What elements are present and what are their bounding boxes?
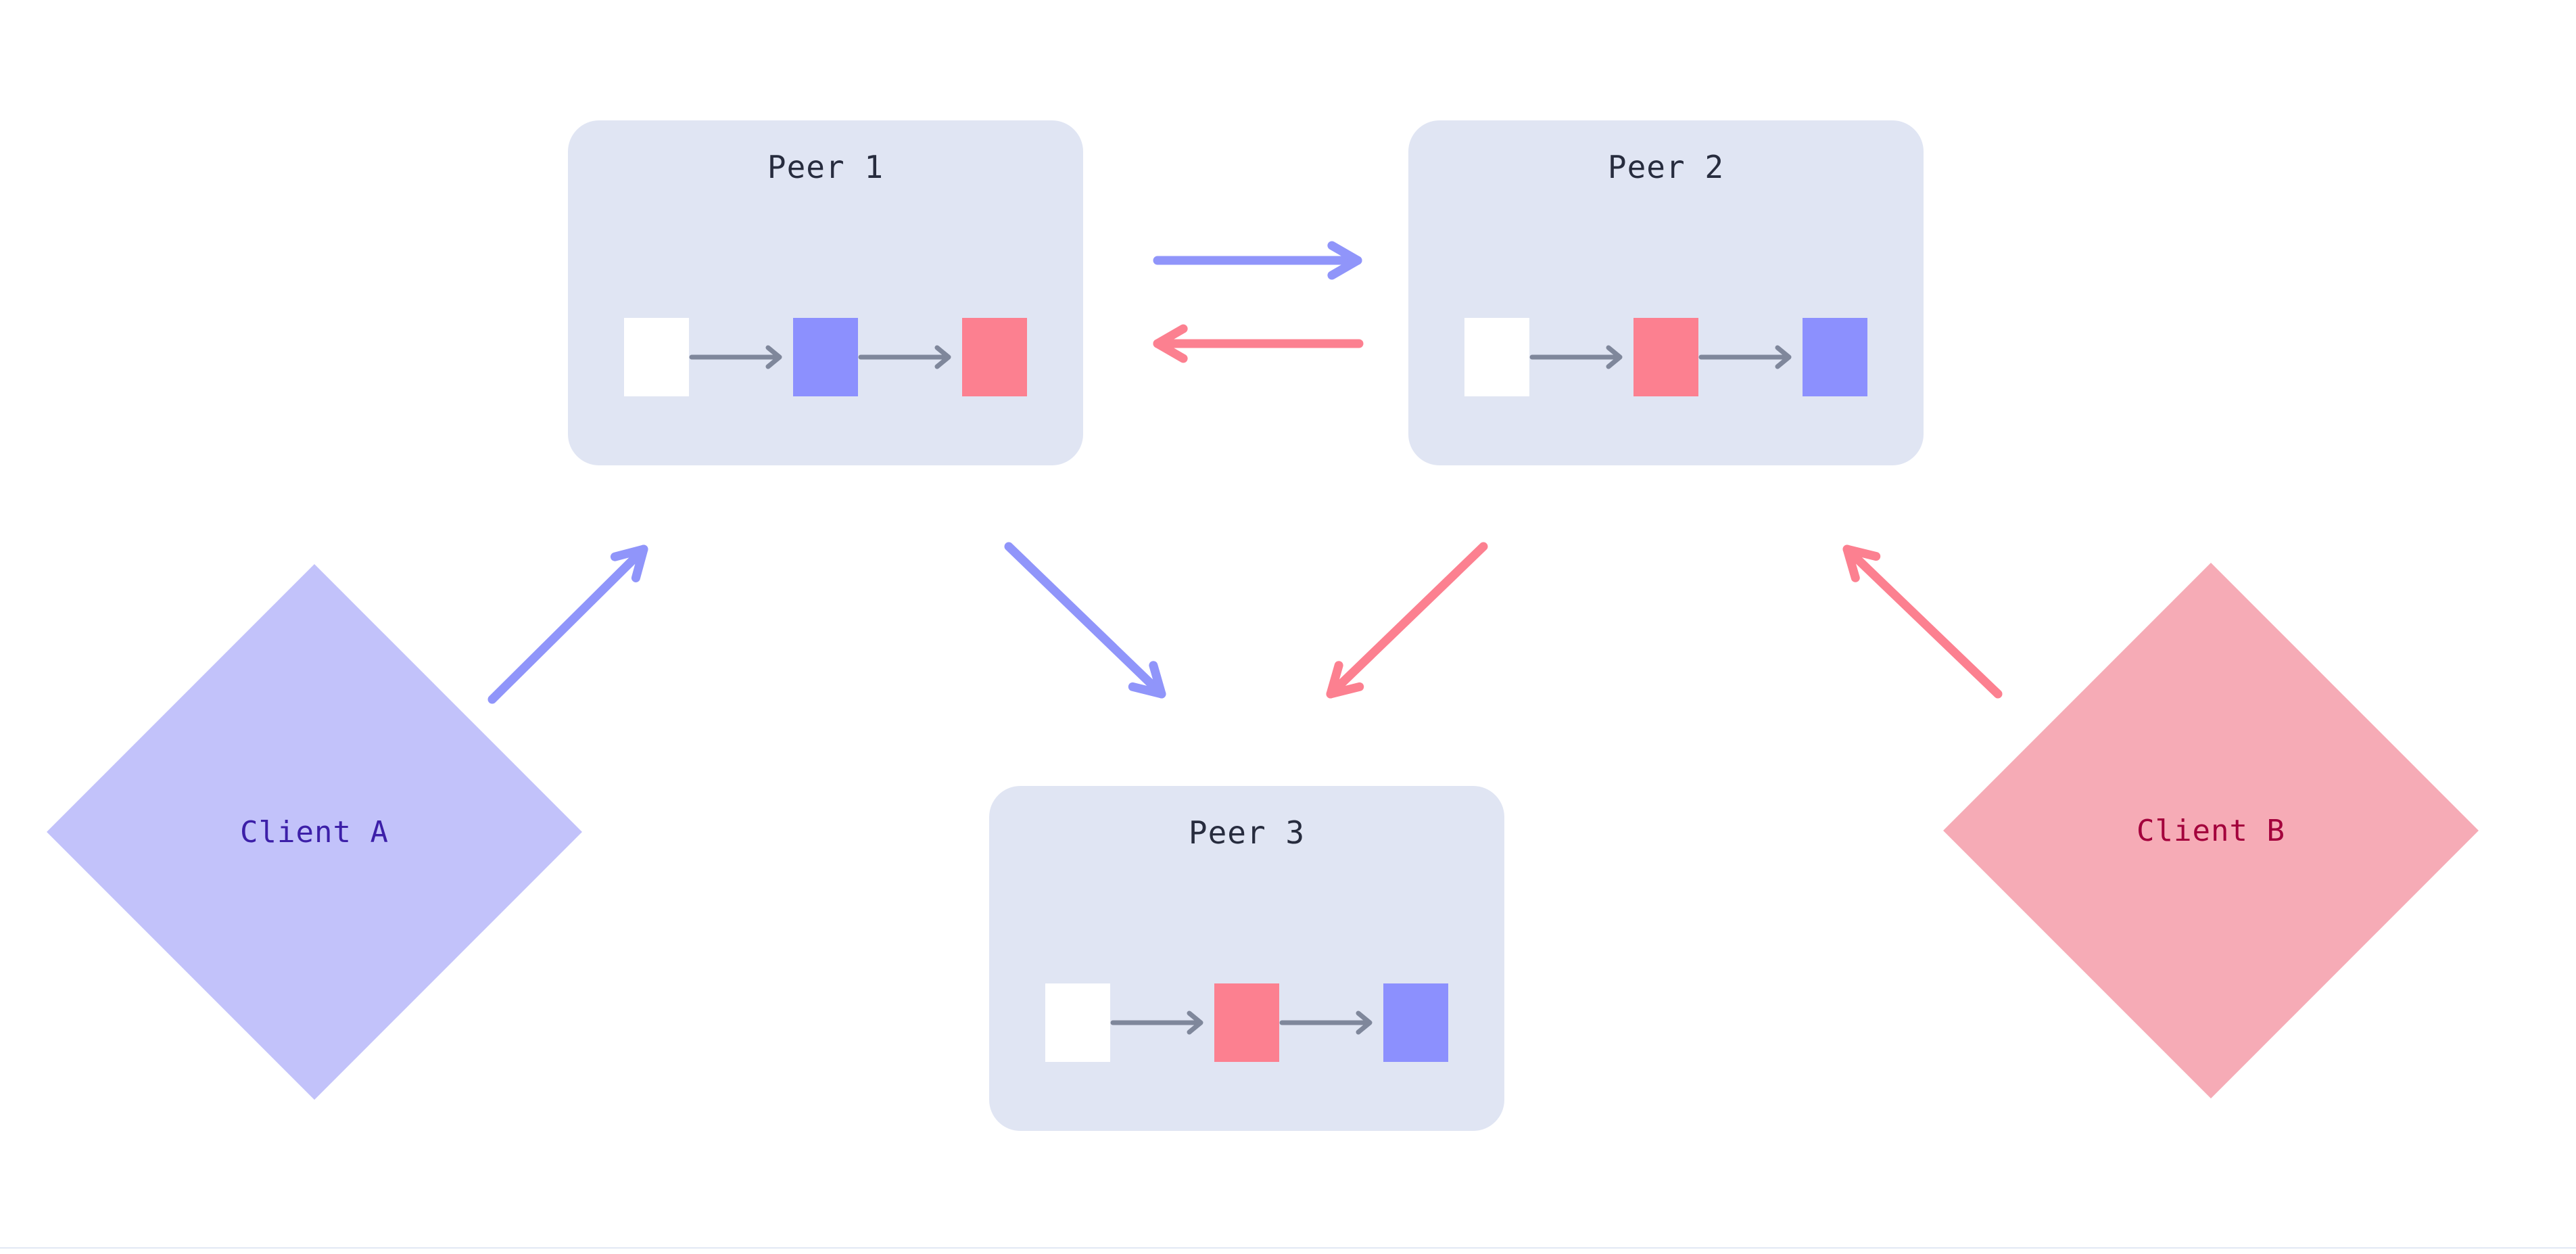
connector-edge-peer2-to-peer3 [1326, 542, 1488, 699]
connector-edge-client-a-to-peer1 [487, 544, 648, 704]
connector-edge-peer1-to-peer2 [1153, 241, 1362, 280]
chain-block-genesis[interactable] [1464, 318, 1529, 396]
chain-block-purple[interactable] [1383, 983, 1448, 1062]
chain-block-purple[interactable] [1803, 318, 1867, 396]
peer-title-peer-2: Peer 2 [1607, 149, 1725, 185]
chain-link-arrow-icon [858, 345, 951, 369]
peer-node-peer-2[interactable]: Peer 2 [1408, 120, 1924, 465]
chain-block-genesis[interactable] [1045, 983, 1110, 1062]
chain-block-red[interactable] [962, 318, 1027, 396]
peer-title-peer-3: Peer 3 [1188, 814, 1306, 851]
chain-link-arrow-icon [1279, 1011, 1373, 1035]
chain-link-arrow-icon [1529, 345, 1623, 369]
connector-edge-peer1-to-peer3 [1004, 542, 1166, 699]
client-label-client-b: Client B [2137, 813, 2285, 848]
peer-title-peer-1: Peer 1 [767, 149, 884, 185]
connector-edge-client-b-to-peer2 [1842, 544, 2003, 699]
chain-block-purple[interactable] [793, 318, 858, 396]
chain-link-arrow-icon [1110, 1011, 1203, 1035]
chain-block-red[interactable] [1633, 318, 1698, 396]
chain-link-arrow-icon [689, 345, 782, 369]
client-label-client-a: Client A [240, 814, 389, 850]
peer-node-peer-3[interactable]: Peer 3 [989, 786, 1504, 1131]
blockchain-chain-peer-3 [989, 983, 1504, 1062]
peer-node-peer-1[interactable]: Peer 1 [568, 120, 1083, 465]
bottom-divider [0, 1247, 2576, 1249]
chain-link-arrow-icon [1698, 345, 1792, 369]
blockchain-chain-peer-2 [1408, 318, 1924, 396]
client-node-client-a[interactable]: Client A [47, 564, 582, 1100]
connector-edge-peer2-to-peer1 [1153, 324, 1364, 363]
chain-block-red[interactable] [1214, 983, 1279, 1062]
blockchain-chain-peer-1 [568, 318, 1083, 396]
client-node-client-b[interactable]: Client B [1943, 563, 2479, 1098]
chain-block-genesis[interactable] [624, 318, 689, 396]
